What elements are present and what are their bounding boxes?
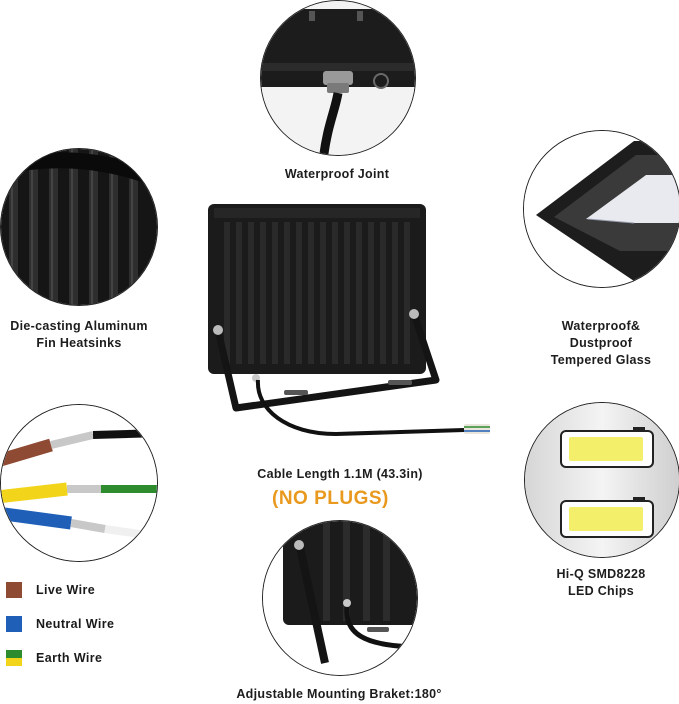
- cable-length-text: Cable Length 1.1M (43.3in): [257, 467, 423, 481]
- heatsink-circle: [0, 148, 158, 306]
- cable-length-label: Cable Length 1.1M (43.3in): [220, 466, 460, 483]
- legend-earth-wire: Earth Wire: [6, 650, 102, 666]
- wires-icon: [1, 405, 157, 561]
- neutral-wire-label: Neutral Wire: [36, 617, 115, 631]
- no-plugs-label: (NO PLUGS): [272, 488, 389, 509]
- waterproof-joint-text: Waterproof Joint: [284, 167, 390, 181]
- earth-wire-label: Earth Wire: [36, 651, 103, 665]
- live-wire-swatch: [6, 582, 22, 598]
- bracket-label: Adjustable Mounting Braket:180°: [214, 686, 464, 703]
- waterproof-joint-circle: [260, 0, 416, 156]
- glass-text-line2: Dustproof: [569, 336, 633, 350]
- cable-gland-icon: [261, 1, 415, 155]
- led-chip-icon: [525, 403, 679, 557]
- heatsink-label: Die-casting Aluminum Fin Heatsinks: [0, 318, 158, 352]
- tempered-glass-circle: [523, 130, 679, 288]
- legend-neutral-wire: Neutral Wire: [6, 616, 114, 632]
- wires-circle: [0, 404, 158, 562]
- heatsink-fins-icon: [1, 149, 157, 305]
- mounting-bracket-icon: [263, 521, 417, 675]
- bracket-text: Adjustable Mounting Braket:180°: [236, 687, 442, 701]
- live-wire-label: Live Wire: [36, 583, 96, 597]
- floodlight-product-image: [208, 204, 490, 437]
- heatsink-text-line2: Fin Heatsinks: [36, 336, 122, 350]
- earth-wire-swatch: [6, 650, 22, 666]
- led-chips-label: Hi-Q SMD8228 LED Chips: [530, 566, 672, 600]
- led-chips-circle: [524, 402, 679, 558]
- led-chips-text-line2: LED Chips: [568, 584, 634, 598]
- glass-text-line1: Waterproof&: [561, 319, 641, 333]
- legend-live-wire: Live Wire: [6, 582, 95, 598]
- bracket-circle: [262, 520, 418, 676]
- heatsink-text-line1: Die-casting Aluminum: [10, 319, 148, 333]
- waterproof-joint-label: Waterproof Joint: [255, 166, 419, 183]
- neutral-wire-swatch: [6, 616, 22, 632]
- glass-text-line3: Tempered Glass: [550, 353, 652, 367]
- glass-corner-icon: [524, 131, 679, 287]
- led-chips-text-line1: Hi-Q SMD8228: [556, 567, 646, 581]
- tempered-glass-label: Waterproof& Dustproof Tempered Glass: [526, 318, 676, 369]
